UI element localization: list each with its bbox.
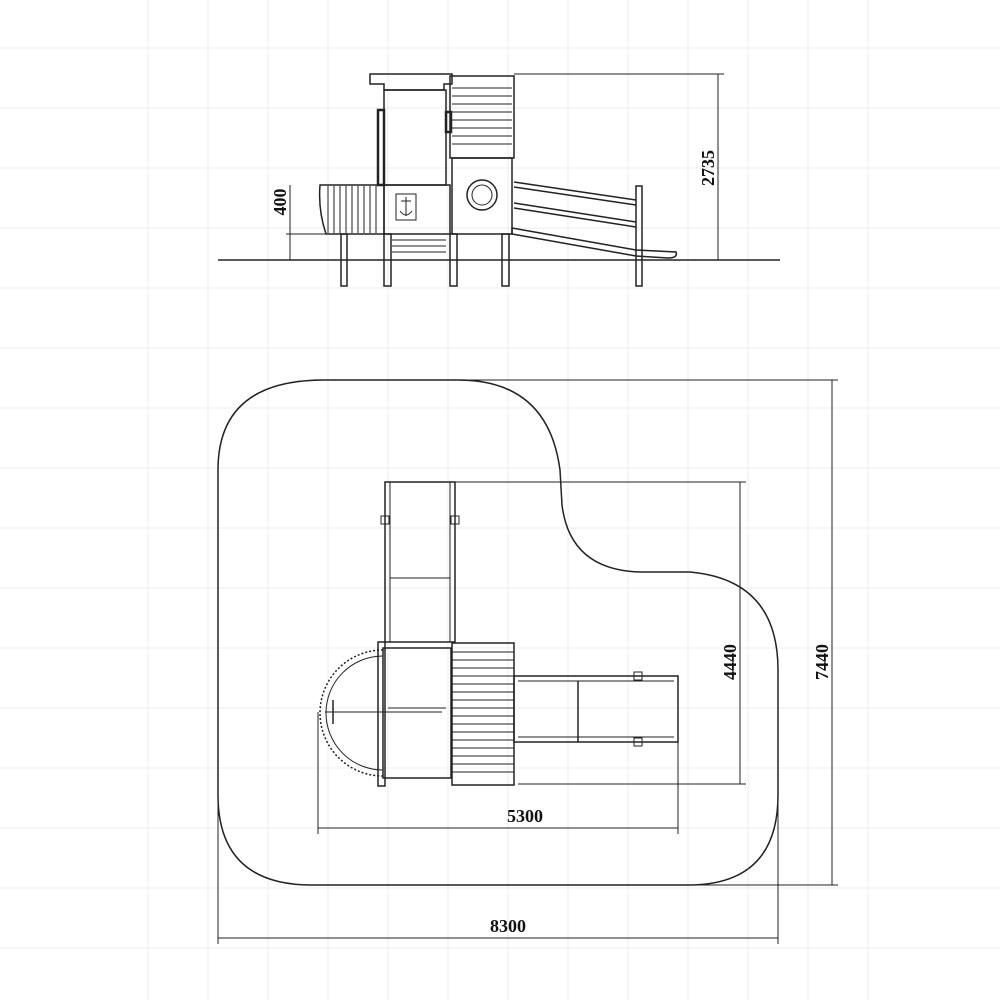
slide-side <box>511 181 678 259</box>
total-depth-dimension-label: 7440 <box>812 644 832 680</box>
balcony-slats <box>318 184 385 235</box>
platform-height-dimension-label: 400 <box>270 189 290 216</box>
side-elevation-view: 2735 400 <box>218 73 780 287</box>
dimension-depth: 4440 <box>452 481 746 785</box>
dimension-platform-height: 400 <box>270 185 340 260</box>
under-steps <box>392 239 446 253</box>
tower-right <box>449 75 515 235</box>
upper-deck <box>380 481 460 643</box>
anchor-icon <box>399 197 413 216</box>
dimension-total-width: 8300 <box>217 795 779 944</box>
safety-zone-outline <box>217 379 779 886</box>
stair-treads <box>451 642 515 786</box>
dimension-width: 5300 <box>317 712 679 834</box>
depth-dimension-label: 4440 <box>720 644 740 680</box>
dimension-total-depth: 7440 <box>458 379 838 886</box>
round-balcony <box>319 649 442 777</box>
porthole-window <box>466 179 498 211</box>
dimension-height: 2735 <box>514 73 724 260</box>
total-width-dimension-label: 8300 <box>490 916 526 936</box>
anchor-panel <box>383 184 451 235</box>
support-posts <box>340 185 643 287</box>
plan-view: 4440 7440 5300 8300 <box>217 379 838 944</box>
width-dimension-label: 5300 <box>507 806 543 826</box>
height-dimension-label: 2735 <box>698 150 718 186</box>
main-platform <box>377 641 452 787</box>
slide-plan <box>513 671 679 747</box>
